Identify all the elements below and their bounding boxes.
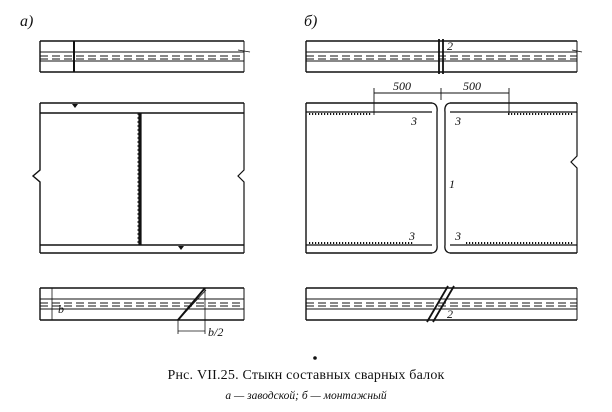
panel-a-beam-elevation bbox=[31, 102, 245, 254]
label-2-bottom: 2 bbox=[447, 307, 453, 321]
figure-caption: Рнс. VII.25. Стыкн составных сварных бал… bbox=[167, 368, 445, 383]
label-1: 1 bbox=[449, 177, 455, 191]
label-b: b bbox=[58, 302, 64, 316]
label-3-bottom-left: 3 bbox=[408, 229, 415, 243]
ink-dot bbox=[313, 356, 317, 360]
panel-b-top-flange bbox=[305, 39, 583, 74]
label-2-top: 2 bbox=[447, 39, 453, 53]
weld-mark-top bbox=[72, 104, 78, 108]
panel-a-bottom-flange bbox=[39, 287, 245, 334]
label-b-half: b/2 bbox=[208, 325, 223, 339]
panel-b-left-beam bbox=[305, 102, 438, 254]
label-3-top-right: 3 bbox=[454, 114, 461, 128]
label-3-bottom-right: 3 bbox=[454, 229, 461, 243]
panel-b-right-beam bbox=[444, 102, 578, 254]
dim-500-left: 500 bbox=[393, 79, 411, 93]
panel-b-bottom-flange bbox=[305, 285, 578, 323]
figure-subcaption: а — заводской; б — монтажный bbox=[225, 390, 387, 402]
dim-500-right: 500 bbox=[463, 79, 481, 93]
panel-a-top-flange bbox=[39, 40, 251, 73]
panel-a-label: а) bbox=[20, 13, 33, 30]
dimension-line bbox=[373, 88, 510, 115]
panel-b-label: б) bbox=[304, 13, 317, 30]
label-3-top-left: 3 bbox=[410, 114, 417, 128]
weld-mark-bottom bbox=[178, 246, 184, 250]
